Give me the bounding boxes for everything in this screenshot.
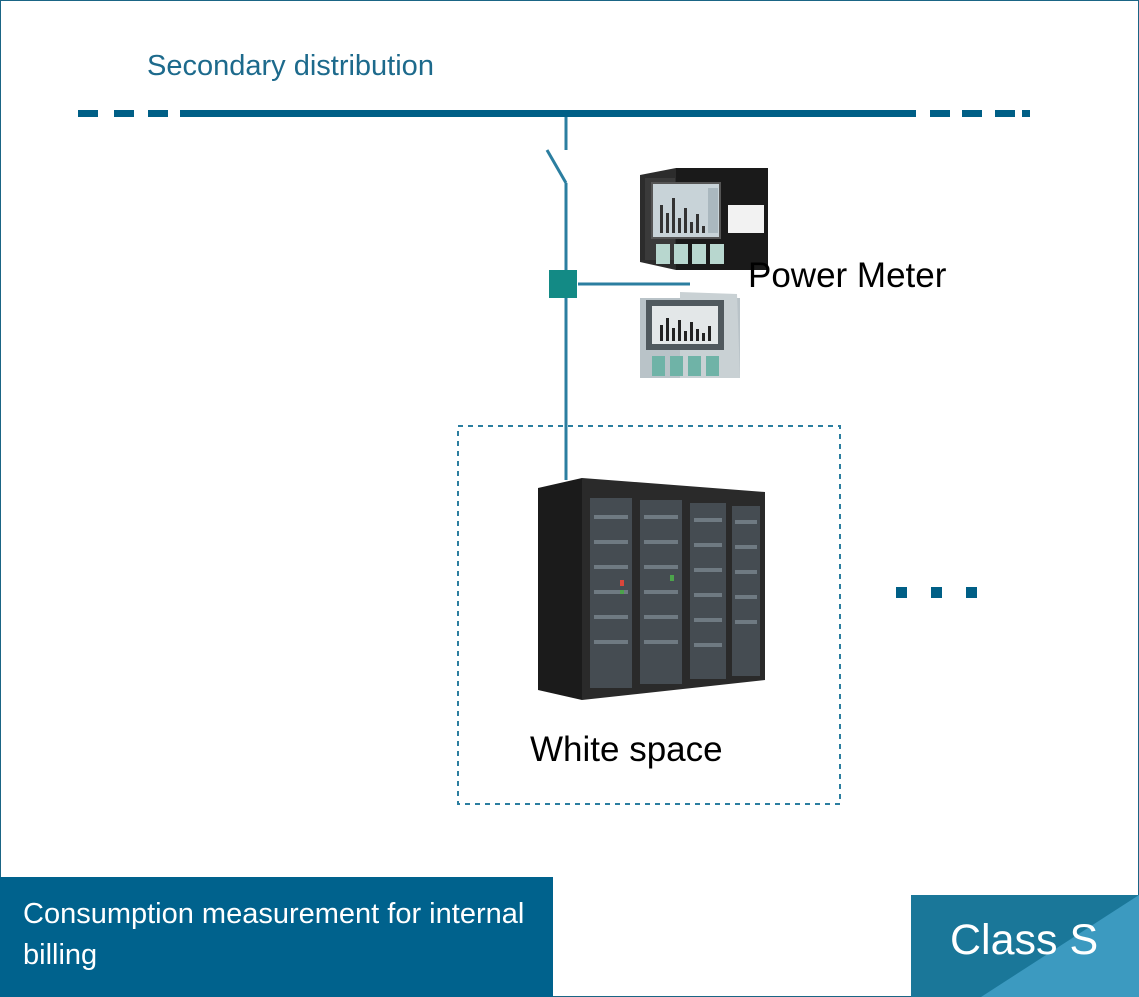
power-meter-device-icon [640, 292, 740, 378]
white-space-label: White space [530, 730, 723, 769]
feeder-line [545, 117, 690, 480]
billing-caption-box [0, 877, 553, 997]
diagram-title: Secondary distribution [147, 50, 434, 82]
class-badge [911, 895, 1139, 997]
billing-caption-text: Consumption measurement for internal bil… [23, 898, 525, 971]
power-meter-device-icon [640, 168, 768, 270]
white-space-boundary [457, 425, 841, 805]
class-badge-accent [981, 895, 1139, 997]
busbar [78, 110, 1030, 117]
ellipsis-dots-icon [896, 587, 977, 598]
class-badge-label: Class S [950, 916, 1099, 964]
server-racks-icon [538, 478, 765, 700]
measurement-node [549, 270, 577, 298]
power-meter-label: Power Meter [748, 256, 947, 295]
breaker-switch [545, 149, 568, 184]
